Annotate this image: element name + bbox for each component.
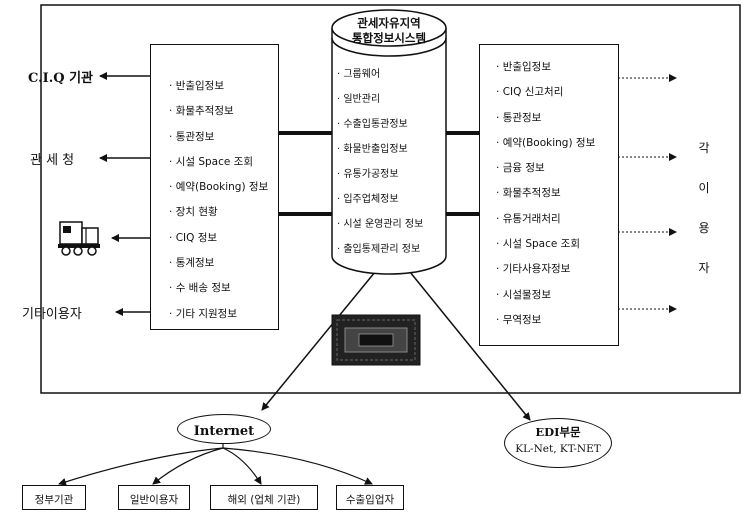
list-item: · 무역정보 xyxy=(496,313,542,326)
list-item: · 시설 운영관리 정보 xyxy=(337,219,424,230)
internet-child-government: 정부기관 xyxy=(22,485,86,510)
central-system-list: · 그룹웨어 · 일반관리 · 수출입통관정보 · 화물반출입정보 · 유통가공… xyxy=(337,62,423,262)
list-item: · 통관정보 xyxy=(169,130,215,143)
list-item: · 시설 Space 조회 xyxy=(496,238,580,251)
list-item: · 유통가공정보 xyxy=(337,169,399,180)
list-item: · 입주업체정보 xyxy=(337,194,399,205)
right-users-label: 각 이 용 자 xyxy=(698,141,710,275)
target-other-users: 기타이용자 xyxy=(22,307,82,322)
list-item: · 화물추적정보 xyxy=(496,187,561,200)
list-item: · CIQ 정보 xyxy=(169,231,218,244)
right-info-panel: · 반출입정보 · CIQ 신고처리 · 통관정보 · 예약(Booking) … xyxy=(479,44,619,346)
list-item: · CIQ 신고처리 xyxy=(496,86,564,99)
left-info-panel: · 반출입정보 · 화물추적정보 · 통관정보 · 시설 Space 조회 · … xyxy=(150,44,279,330)
internet-child-general-users: 일반이용자 xyxy=(118,485,190,510)
list-item: · 수 배송 정보 xyxy=(169,282,231,295)
list-item: · 시설물정보 xyxy=(496,288,551,301)
list-item: · 출입통제관리 정보 xyxy=(337,244,421,255)
list-item: · 반출입정보 xyxy=(496,61,551,73)
list-item: · 통계정보 xyxy=(169,257,215,270)
list-item: · 금융 정보 xyxy=(496,162,545,175)
list-item: · 기타 지원정보 xyxy=(169,307,237,320)
list-item: · 화물반출입정보 xyxy=(337,144,408,155)
list-item: · 시설 Space 조회 xyxy=(169,155,253,168)
list-item: · 통관정보 xyxy=(496,111,542,124)
list-item: · 예약(Booking) 정보 xyxy=(496,136,596,149)
right-info-list: · 반출입정보 · CIQ 신고처리 · 통관정보 · 예약(Booking) … xyxy=(496,55,618,333)
central-system-title: 관세자유지역 통합정보시스템 xyxy=(351,16,427,45)
list-item: · 장치 현황 xyxy=(169,206,218,219)
truck-icon xyxy=(58,221,100,256)
system-boundary-frame xyxy=(40,4,741,394)
list-item: · 일반관리 xyxy=(337,94,381,105)
list-item: · 수출입통관정보 xyxy=(337,119,408,130)
server-icon xyxy=(331,314,421,366)
target-customs-service: 관 세 청 xyxy=(30,153,75,168)
list-item: · 기타사용자정보 xyxy=(496,263,571,276)
list-item: · 유통거래처리 xyxy=(496,212,561,225)
internet-child-traders: 수출입업자 xyxy=(336,485,404,510)
list-item: · 반출입정보 xyxy=(169,80,224,92)
list-item: · 예약(Booking) 정보 xyxy=(169,181,269,194)
list-item: · 화물추적정보 xyxy=(169,105,234,118)
internet-child-overseas: 해외 (업체 기관) xyxy=(210,485,318,510)
central-system-cylinder xyxy=(331,9,447,275)
internet-node: Internet xyxy=(177,414,271,444)
edi-subtitle: KL-Net, KT-NET xyxy=(515,443,601,455)
list-item: · 그룹웨어 xyxy=(337,69,381,80)
edi-node: EDI부문 KL-Net, KT-NET xyxy=(504,418,612,468)
left-info-list: · 반출입정보 · 화물추적정보 · 통관정보 · 시설 Space 조회 · … xyxy=(169,74,278,327)
edi-title: EDI부문 xyxy=(535,425,581,439)
internet-label: Internet xyxy=(193,424,255,439)
target-ciq-agency: C.I.Q 기관 xyxy=(28,71,94,86)
